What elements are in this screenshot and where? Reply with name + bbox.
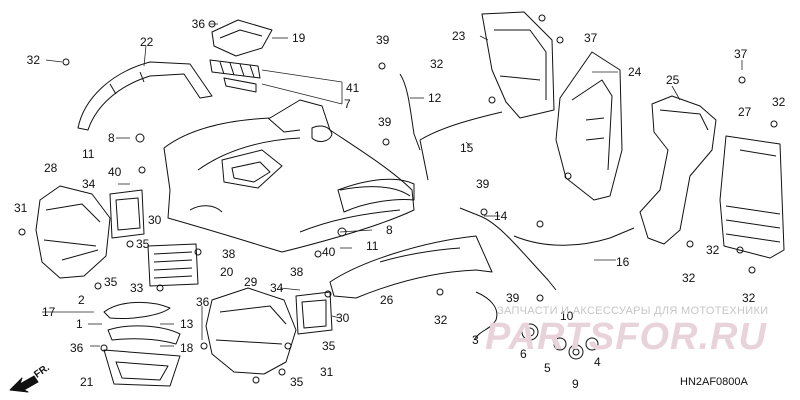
part-sensor-3 [473, 291, 498, 341]
callout-label: 32 [772, 95, 786, 109]
callout-label: 2 [78, 293, 85, 307]
callout-label: 17 [42, 305, 56, 319]
callout-label: 25 [666, 73, 680, 87]
part-cable-16 [513, 227, 635, 246]
callout-labels: 36 19 32 22 7 41 12 39 32 23 37 24 25 37… [14, 17, 786, 391]
callout-label: 1 [76, 317, 83, 331]
callout-label: 19 [292, 31, 306, 45]
callout-label: 41 [346, 81, 360, 95]
part-duct-upper [109, 189, 145, 239]
callout-label: 8 [108, 131, 115, 145]
callout-label: 8 [386, 223, 393, 237]
callout-label: 40 [322, 245, 336, 259]
callout-label: 9 [572, 377, 579, 391]
callout-label: 13 [180, 317, 194, 331]
part-upper-cover [211, 19, 273, 57]
part-duct-lower [147, 243, 199, 287]
callout-label: 35 [290, 375, 304, 389]
callout-label: 38 [290, 265, 304, 279]
callout-label: 34 [82, 177, 96, 191]
callout-label: 6 [520, 347, 527, 361]
callout-label: 3 [472, 333, 479, 347]
part-step-guard [329, 235, 493, 299]
part-side-panel [555, 51, 623, 201]
callout-label: 35 [136, 237, 150, 251]
callout-label: 11 [82, 147, 95, 161]
callout-label: 20 [220, 265, 234, 279]
callout-label: 32 [430, 57, 444, 71]
part-left-inner-liner [35, 185, 111, 279]
part-gasket-13 [107, 325, 181, 345]
part-bracket-17 [103, 301, 171, 319]
callout-label: 4 [594, 355, 601, 369]
callout-label: 30 [148, 213, 162, 227]
callout-label: 26 [380, 293, 394, 307]
part-front-fender-strip [77, 61, 213, 131]
callout-label: 36 [196, 295, 210, 309]
callout-label: 11 [366, 239, 379, 253]
callout-label: 40 [108, 165, 122, 179]
callout-label: 33 [130, 281, 144, 295]
callout-label: 32 [434, 313, 448, 327]
callout-label: 39 [378, 115, 392, 129]
watermark-logo: PARTSFOR.RU [485, 316, 767, 358]
part-lower-inner-liner [205, 287, 297, 375]
part-cable-15 [419, 111, 503, 181]
callout-label: 16 [616, 255, 630, 269]
callout-label: 14 [494, 209, 508, 223]
callout-label: 36 [192, 17, 206, 31]
callout-label: 12 [428, 91, 442, 105]
fasteners [18, 14, 778, 384]
part-grille [209, 59, 261, 93]
callout-label: 39 [506, 291, 520, 305]
front-direction-arrow [9, 375, 39, 393]
callout-label: 29 [244, 275, 258, 289]
callout-label: 10 [560, 309, 574, 323]
callout-label: 39 [376, 33, 390, 47]
callout-label: 37 [734, 47, 748, 61]
callout-label: 39 [476, 177, 490, 191]
part-inner-trim [337, 178, 415, 213]
callout-label: 18 [180, 341, 194, 355]
part-rear-panel [719, 135, 785, 259]
callout-label: 31 [320, 365, 334, 379]
diagram-code: HN2AF0800A [680, 376, 748, 388]
callout-label: 38 [222, 247, 236, 261]
callout-label: 32 [706, 243, 720, 257]
callout-label: 15 [460, 141, 474, 155]
part-duct-right [295, 291, 333, 335]
callout-label: 24 [628, 65, 642, 79]
part-cable-12 [399, 73, 421, 151]
callout-label: 28 [44, 161, 58, 175]
callout-label: 30 [336, 311, 350, 325]
leader-lines [42, 23, 743, 347]
callout-label: 23 [452, 29, 466, 43]
callout-label: 36 [70, 341, 84, 355]
part-grommets [521, 323, 599, 360]
callout-label: 35 [104, 275, 118, 289]
callout-label: 21 [80, 375, 94, 389]
callout-label: 35 [322, 339, 336, 353]
part-front-fender [163, 99, 415, 253]
callout-label: 5 [544, 361, 551, 375]
part-upper-inner-guard [481, 11, 555, 119]
part-tray-21 [103, 349, 181, 387]
callout-label: 32 [742, 291, 756, 305]
callout-label: 27 [738, 105, 752, 119]
callout-label: 22 [140, 35, 154, 49]
callout-label: 37 [584, 31, 598, 45]
watermark-tagline: ЗАПЧАСТИ И АКСЕССУАРЫ ДЛЯ МОТОТЕХНИКИ [497, 305, 769, 317]
part-inner-guard-right [639, 95, 717, 245]
callout-label: 7 [344, 97, 351, 111]
callout-label: 31 [14, 201, 28, 215]
callout-label: 32 [27, 53, 41, 67]
callout-label: 32 [682, 271, 696, 285]
part-cable-14 [459, 207, 557, 291]
callout-label: 34 [270, 281, 284, 295]
